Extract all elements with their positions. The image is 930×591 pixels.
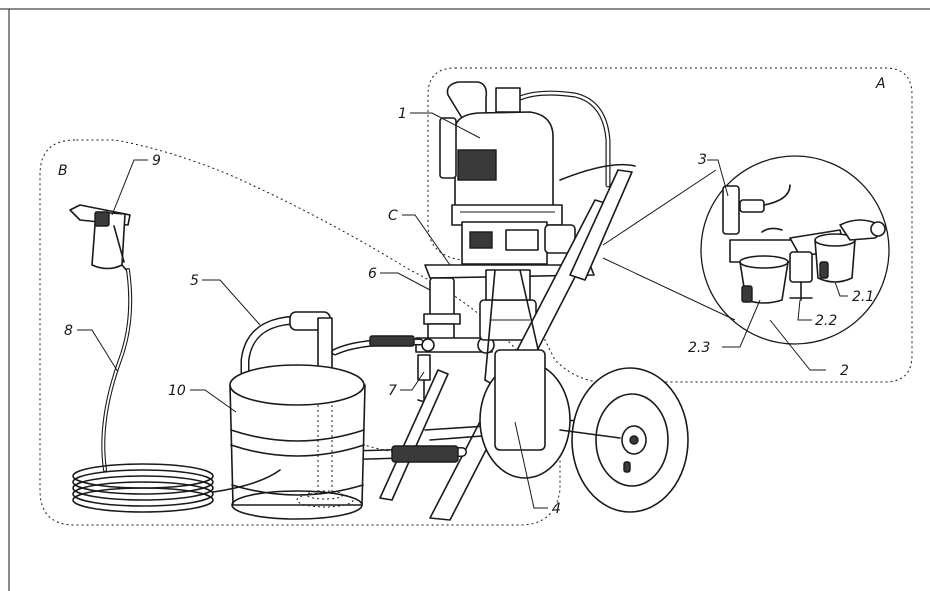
frame-border	[0, 8, 930, 591]
label-c: C	[388, 208, 398, 224]
label-6: 6	[368, 266, 377, 282]
spray-gun	[69, 204, 131, 273]
label-9: 9	[152, 153, 161, 169]
filter-assembly-detail	[722, 184, 886, 304]
pump-unit	[415, 81, 611, 405]
region-b-outline	[39, 139, 561, 526]
label-2-3: 2.3	[688, 340, 710, 356]
label-2: 2	[840, 363, 849, 379]
spray-hose-coil	[72, 268, 281, 513]
leader-lines	[77, 112, 848, 509]
motor-label-plate	[457, 149, 497, 181]
paint-bucket	[229, 364, 366, 520]
label-a: A	[875, 76, 886, 92]
cart-wheel-right	[559, 367, 689, 513]
pump-cylinder	[429, 277, 455, 317]
label-8: 8	[64, 323, 73, 339]
label-2-2: 2.2	[815, 313, 837, 329]
label-b: B	[58, 163, 68, 179]
label-3: 3	[698, 152, 707, 168]
cart-wheel-left	[479, 349, 571, 479]
motor	[454, 111, 554, 211]
label-10: 10	[168, 383, 186, 399]
label-2-1: 2.1	[852, 289, 874, 305]
callout-labels: A B C 1 2 2.1 2.2 2.3 3 4 5 6 7 8 9 10	[58, 76, 886, 517]
label-5: 5	[190, 273, 199, 289]
label-7: 7	[388, 383, 397, 399]
label-1: 1	[398, 106, 407, 122]
filter-detail-magnifier	[602, 155, 890, 345]
label-4: 4	[552, 501, 561, 517]
